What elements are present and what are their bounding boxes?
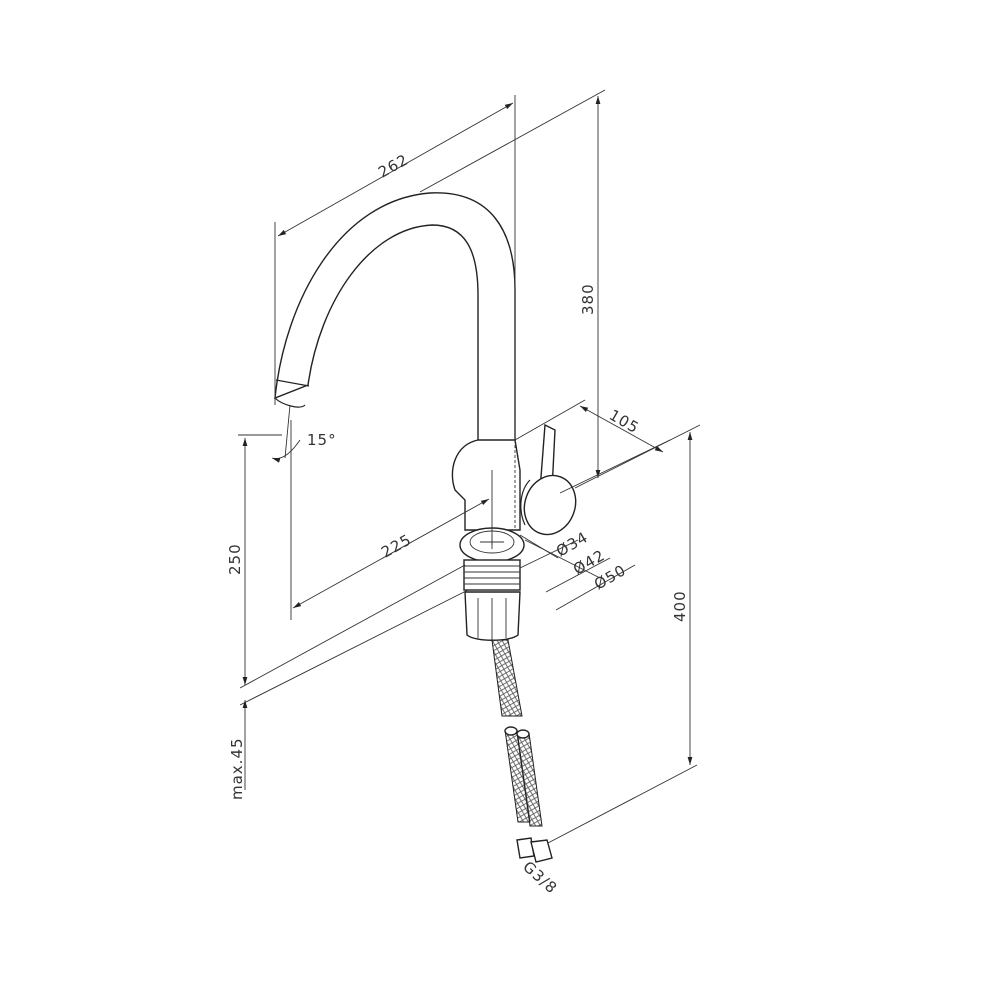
dim-225: 225 xyxy=(378,530,414,561)
dimensions: 262 380 105 400 15° 250 max.45 225 xyxy=(226,89,701,898)
dim-15-deg: 15° xyxy=(307,431,337,449)
mounting-nut xyxy=(464,591,521,641)
hose-upper xyxy=(491,639,523,717)
dim-105: 105 xyxy=(606,406,642,437)
handle-cap xyxy=(523,474,577,536)
faucet-body xyxy=(451,439,521,531)
dim-262: 262 xyxy=(375,150,411,181)
faucet xyxy=(274,192,577,863)
hose-fitting xyxy=(516,837,535,859)
threaded-shank xyxy=(463,559,521,591)
spout xyxy=(274,192,516,461)
dim-250: 250 xyxy=(226,543,244,575)
dim-400: 400 xyxy=(671,590,689,622)
dim-380: 380 xyxy=(579,283,597,315)
thread-label: G3/8 xyxy=(519,858,561,898)
dim-max-45: max.45 xyxy=(228,737,246,800)
